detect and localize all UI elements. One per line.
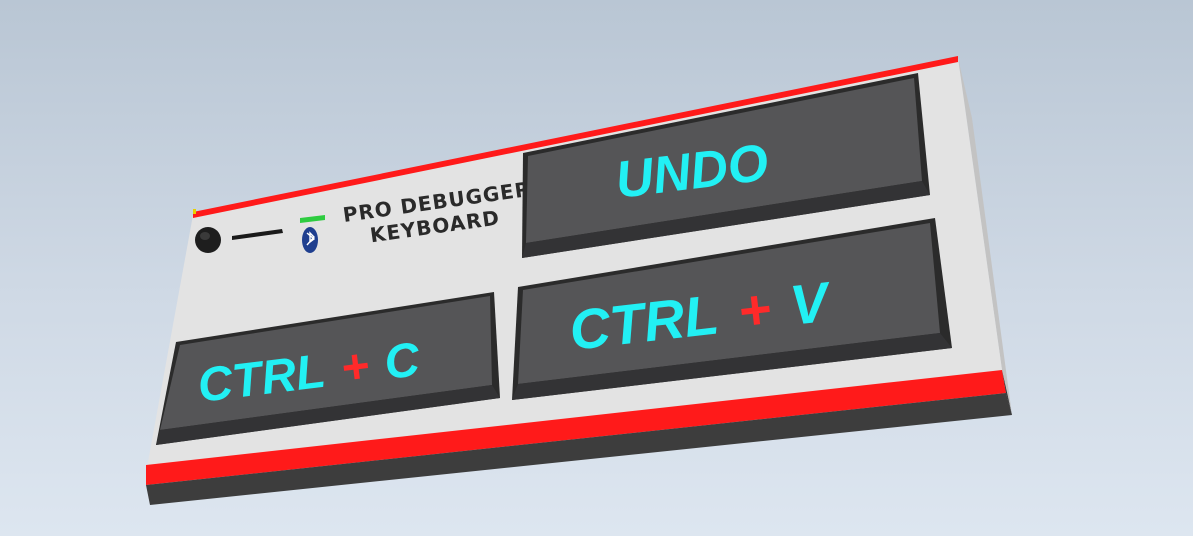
bluetooth-icon: [302, 227, 318, 253]
slide-switch[interactable]: [232, 229, 283, 240]
status-led-icon: [300, 215, 325, 223]
copy-key[interactable]: CTRL+C: [156, 292, 500, 445]
paste-key-plus: +: [734, 276, 774, 342]
bottom-red-stripe: [146, 370, 1006, 485]
undo-key[interactable]: UNDO: [522, 73, 930, 258]
rotary-knob-highlight: [200, 232, 210, 240]
paste-key[interactable]: CTRL+V: [512, 218, 952, 400]
top-red-stripe: [193, 56, 958, 218]
rotary-knob-icon[interactable]: [195, 227, 221, 253]
device-side-dark: [1002, 370, 1012, 415]
copy-key-plus: +: [338, 339, 372, 395]
device-base: [146, 393, 1012, 505]
copy-key-c: C: [381, 333, 423, 390]
device-side-face: [958, 58, 1012, 415]
corner-marker: [193, 209, 196, 214]
